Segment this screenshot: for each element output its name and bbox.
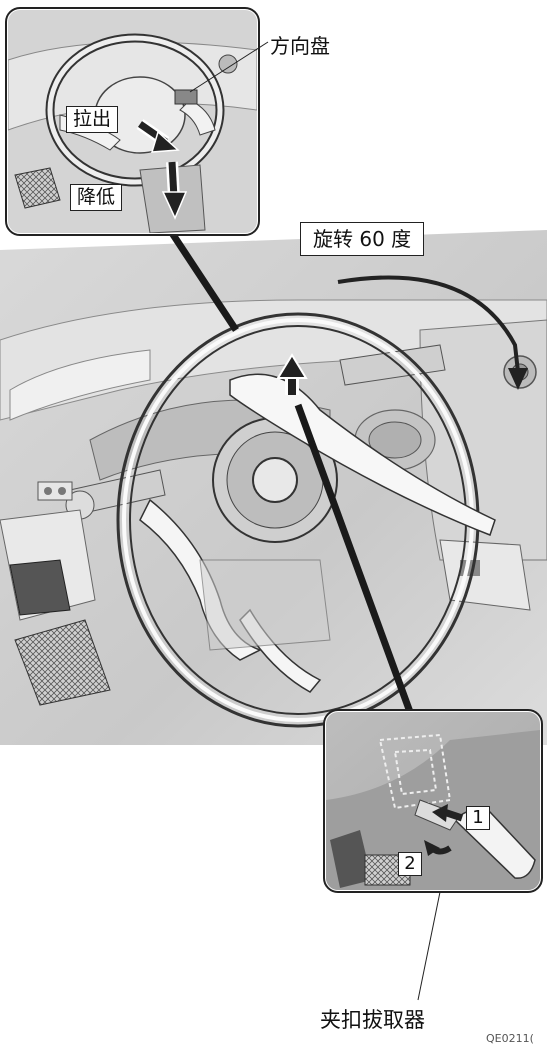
- figure-code: QE0211(: [486, 1032, 534, 1045]
- dashboard-scene: [0, 230, 547, 745]
- step-1-badge: 1: [466, 806, 490, 830]
- clip-remover-label: 夹扣拔取器: [320, 1004, 425, 1034]
- steering-wheel-label: 方向盘: [270, 30, 330, 59]
- top-inset: [6, 8, 268, 235]
- lower-label: 降低: [70, 184, 122, 211]
- rotate-60-label: 旋转 60 度: [300, 222, 424, 256]
- step-2-badge: 2: [398, 852, 422, 876]
- pull-out-label: 拉出: [66, 106, 118, 133]
- bottom-inset: [324, 710, 542, 1000]
